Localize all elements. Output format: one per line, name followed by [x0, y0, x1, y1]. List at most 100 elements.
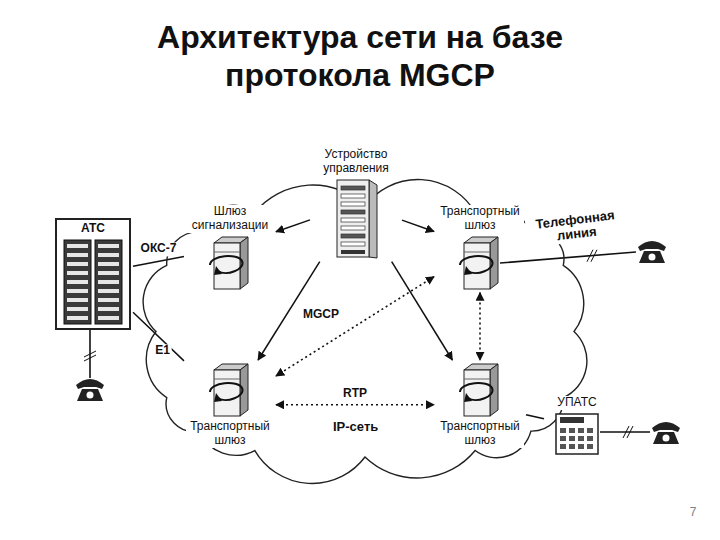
- server-body: [337, 180, 369, 257]
- rack-shelf: [98, 253, 119, 257]
- server-slot: [341, 218, 365, 222]
- gateway-body: [464, 243, 490, 289]
- rack-shelf: [67, 316, 88, 320]
- pbx-key: [587, 444, 593, 449]
- device-label: Устройство управления: [312, 148, 400, 176]
- phone-base: [639, 251, 665, 263]
- pbx-key: [578, 444, 584, 449]
- gateway-icon: [458, 235, 502, 291]
- gateway-swirl: [210, 256, 243, 273]
- line-tick: [587, 250, 597, 262]
- server-slot: [341, 194, 365, 198]
- gateway-body: [214, 243, 240, 289]
- phone-base: [77, 389, 103, 401]
- atc-icon: [60, 238, 126, 326]
- server-icon: [333, 178, 379, 260]
- swirl-head: [214, 393, 222, 402]
- gateway-swirl: [460, 383, 493, 400]
- telephone-icon: [76, 379, 104, 401]
- phone-base: [653, 432, 679, 444]
- rack-shelf: [67, 307, 88, 311]
- server-slot: [341, 226, 365, 230]
- rack: [95, 240, 122, 324]
- rtp-connector: [479, 293, 481, 360]
- dial: [87, 392, 94, 399]
- connector-label: E1: [153, 344, 172, 357]
- gateway-body: [464, 370, 490, 416]
- connector: [526, 415, 544, 419]
- rack-shelf: [98, 280, 119, 284]
- gateway-seam: [464, 251, 490, 252]
- pbx-key: [578, 428, 584, 433]
- gateway-node: Шлюз сигнализации: [186, 205, 274, 291]
- handset: [76, 379, 104, 389]
- gateway-side: [490, 364, 498, 416]
- dial: [649, 254, 656, 261]
- phone-line: [600, 431, 650, 433]
- gateway-body: [214, 370, 240, 416]
- rack-shelf: [98, 316, 119, 320]
- page-number: 7: [683, 506, 703, 519]
- server-node: Устройство управления: [312, 148, 400, 260]
- gateway-side: [240, 237, 248, 289]
- device-label: Транспортный шлюз: [186, 420, 274, 448]
- line-label: Телефонная линия: [525, 207, 628, 248]
- device-label: Шлюз сигнализации: [186, 205, 274, 233]
- pbx-key: [569, 436, 575, 441]
- server-foot: [341, 250, 365, 254]
- rtp-connector: [276, 404, 434, 406]
- rack-shelf: [98, 244, 119, 248]
- connector-label: RTP: [341, 387, 369, 400]
- rtp-connector: [276, 277, 434, 376]
- phone-line: [500, 252, 636, 263]
- server-slot: [341, 210, 365, 214]
- connector: [276, 220, 310, 232]
- server-slot: [341, 186, 365, 190]
- gateway-side: [240, 364, 248, 416]
- device-label: Транспортный шлюз: [436, 420, 524, 448]
- telephone-icon: [638, 241, 666, 263]
- gateway-node: Транспортный шлюз: [436, 362, 524, 448]
- server-slot: [341, 202, 365, 206]
- gateway-swirl: [210, 383, 243, 400]
- connector: [392, 262, 453, 360]
- dial: [663, 435, 670, 442]
- server-slot: [341, 242, 365, 246]
- rack-shelf: [67, 244, 88, 248]
- rack-shelf: [98, 271, 119, 275]
- server-side: [369, 180, 377, 258]
- network-name: IP-сеть: [333, 419, 378, 434]
- pbx-icon: [554, 412, 600, 456]
- handset: [638, 241, 666, 251]
- pbx-key: [560, 444, 566, 449]
- pbx-key: [560, 428, 566, 433]
- swirl-head: [464, 393, 472, 402]
- swirl-head: [214, 266, 222, 275]
- rack-shelf: [98, 289, 119, 293]
- pbx-key: [569, 444, 575, 449]
- device-label: АТС: [79, 222, 107, 236]
- handset: [652, 422, 680, 432]
- gateway-swirl: [460, 256, 493, 273]
- gateway-seam: [214, 379, 240, 380]
- gateway-side: [490, 237, 498, 289]
- atc-node: АТС: [55, 218, 131, 330]
- connector-label: ОКС-7: [139, 243, 179, 256]
- rack-shelf: [98, 307, 119, 311]
- pbx-display: [560, 417, 584, 423]
- connector: [133, 312, 184, 361]
- line-tick: [623, 426, 633, 438]
- line-tick: [84, 351, 96, 361]
- pbx-key: [587, 436, 593, 441]
- connector: [133, 257, 184, 267]
- pbx-node: УПАТС: [546, 396, 608, 456]
- pbx-body: [556, 414, 598, 454]
- server-slot: [341, 234, 365, 238]
- rack-shelf: [67, 280, 88, 284]
- telephone-icon: [652, 422, 680, 444]
- gateway-icon: [208, 362, 252, 418]
- connector: [402, 220, 434, 231]
- pbx-key: [578, 436, 584, 441]
- rack-shelf: [98, 298, 119, 302]
